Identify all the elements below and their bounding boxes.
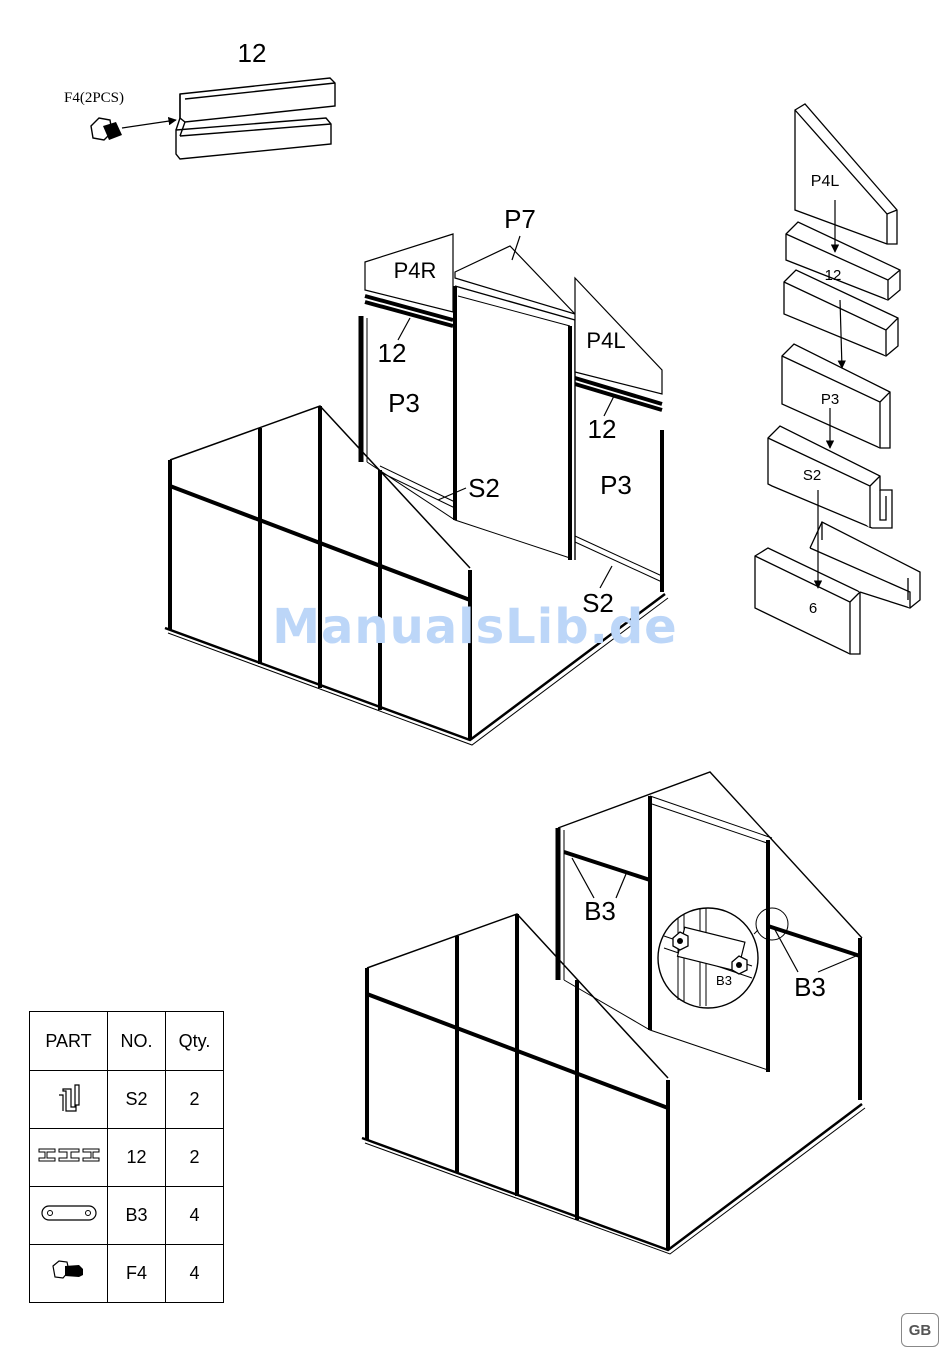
part-cell [30, 1129, 108, 1187]
part-qty: 4 [166, 1187, 224, 1245]
panel-p7 [455, 246, 575, 314]
header-no: NO. [108, 1012, 166, 1071]
label-p3-right: P3 [600, 470, 632, 500]
label-12-left: 12 [378, 338, 407, 368]
detail-label-b3: B3 [716, 973, 732, 988]
watermark-text: ManualsLib.de [272, 599, 677, 655]
label-p4r: P4R [394, 258, 437, 283]
part-no: S2 [108, 1071, 166, 1129]
part-no: 12 [108, 1129, 166, 1187]
fastener-label: F4(2PCS) [64, 90, 124, 106]
table-header-row: PART NO. Qty. [30, 1012, 224, 1071]
detail-part-number: 12 [238, 38, 267, 68]
part-cell [30, 1245, 108, 1303]
h-profile-12-icon [37, 1145, 101, 1165]
bolt-f4-icon [49, 1258, 89, 1284]
table-row: B3 4 [30, 1187, 224, 1245]
part-cell [30, 1187, 108, 1245]
label-p4l: P4L [586, 328, 625, 353]
part-qty: 4 [166, 1245, 224, 1303]
header-qty: Qty. [166, 1012, 224, 1071]
label-p7: P7 [504, 204, 536, 234]
label-12-right: 12 [588, 414, 617, 444]
s2-profile-icon [49, 1077, 89, 1117]
bolt-f4-icon [91, 118, 122, 140]
table-row: 12 2 [30, 1129, 224, 1187]
stack-6 [755, 522, 920, 654]
detail-h-profile [176, 78, 335, 159]
part-no: F4 [108, 1245, 166, 1303]
label-b3-right: B3 [794, 972, 826, 1002]
header-part: PART [30, 1012, 108, 1071]
part-cell [30, 1071, 108, 1129]
greenhouse-frame-bottom [362, 772, 865, 1254]
table-row: F4 4 [30, 1245, 224, 1303]
parts-table: PART NO. Qty. S2 2 12 2 [29, 1011, 224, 1303]
part-qty: 2 [166, 1129, 224, 1187]
label-s2-left: S2 [468, 473, 500, 503]
stack-label-s2: S2 [803, 467, 821, 484]
language-badge: GB [901, 1313, 939, 1347]
stack-label-p4l: P4L [811, 173, 840, 190]
stack-label-6: 6 [809, 600, 817, 617]
table-row: S2 2 [30, 1071, 224, 1129]
detail-origin-circle [756, 908, 788, 940]
connector-plate-b3-icon [39, 1202, 99, 1224]
part-qty: 2 [166, 1071, 224, 1129]
label-b3-left: B3 [584, 896, 616, 926]
part-no: B3 [108, 1187, 166, 1245]
detail-circle-b3: B3 [658, 908, 758, 1008]
label-p3-left: P3 [388, 388, 420, 418]
fastener-arrow [122, 120, 176, 128]
stack-label-p3: P3 [821, 391, 839, 408]
stack-label-12: 12 [825, 267, 842, 284]
